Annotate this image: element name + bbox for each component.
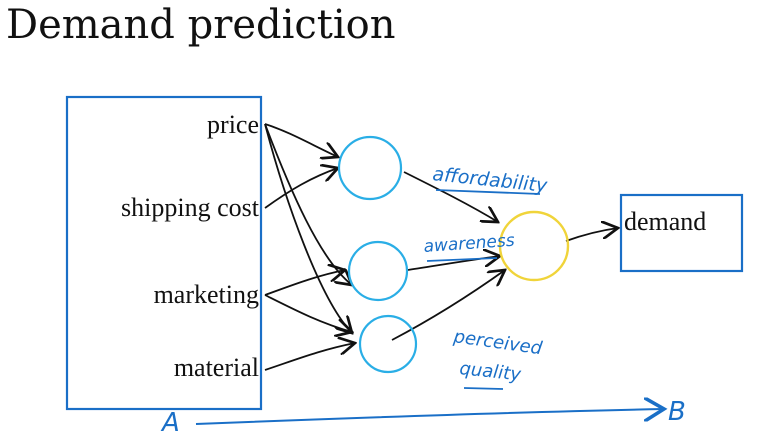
output-demand: demand	[624, 207, 707, 236]
underline-awareness	[426, 257, 498, 262]
label-quality: quality	[458, 358, 522, 385]
input-shipping-cost: shipping cost	[121, 193, 259, 222]
hidden-node-perceived-quality	[358, 314, 418, 374]
output-node	[498, 210, 570, 282]
label-b: B	[668, 397, 686, 427]
hidden-node-awareness	[347, 240, 409, 302]
input-to-hidden-edges	[264, 123, 355, 371]
input-marketing: marketing	[153, 280, 259, 309]
input-labels: price shipping cost marketing material	[0, 0, 259, 434]
page-title: Demand prediction	[6, 2, 396, 48]
input-layer-box	[65, 95, 263, 411]
output-layer-box	[619, 193, 744, 273]
label-perceived: perceived	[451, 326, 544, 359]
input-price: price	[207, 110, 259, 139]
underline-affordability	[435, 189, 541, 195]
mapping-arrow	[195, 409, 664, 425]
hidden-node-affordability	[337, 135, 403, 201]
input-material: material	[173, 353, 259, 382]
label-a: A	[160, 408, 180, 434]
underline-quality	[463, 387, 504, 390]
hidden-to-output-edges	[391, 171, 618, 341]
